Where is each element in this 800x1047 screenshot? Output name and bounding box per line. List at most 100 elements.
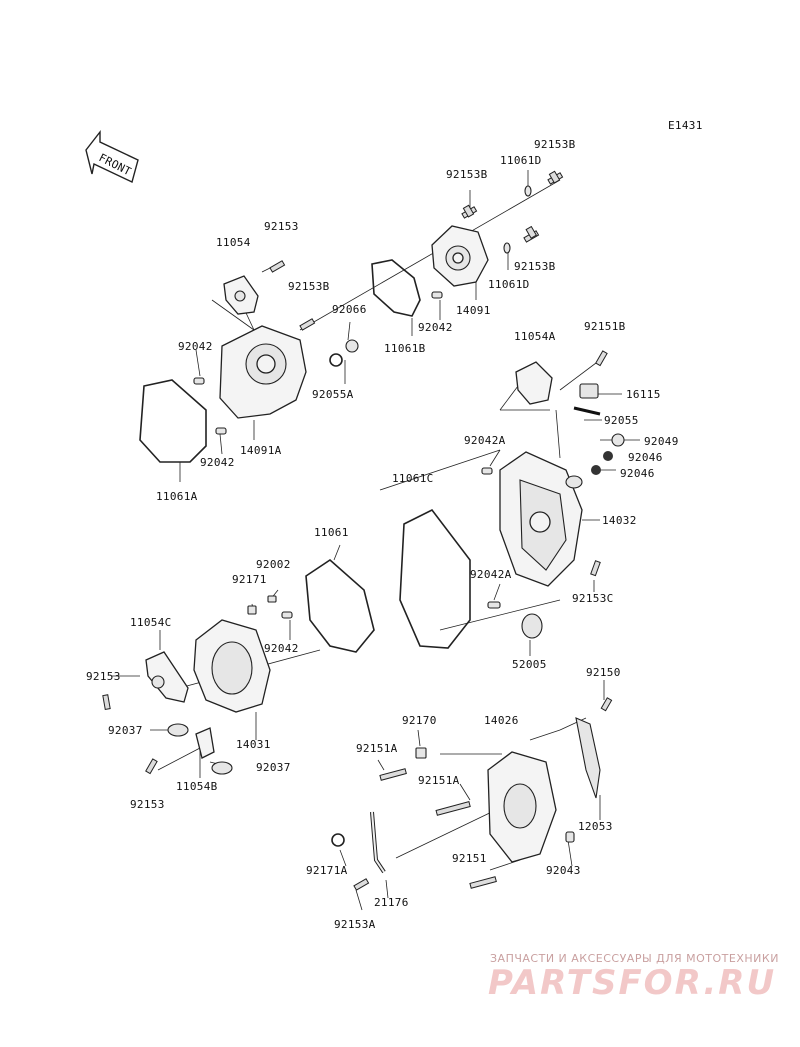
o-ring-92055a: [329, 353, 343, 367]
part-label: 92153: [264, 220, 299, 233]
part-label: 11061D: [488, 278, 530, 291]
front-arrow-icon: FRONT: [85, 129, 139, 183]
part-label: 92037: [108, 724, 143, 737]
clamp-92171a: [331, 833, 345, 847]
part-label: 92151A: [356, 742, 398, 755]
part-label: 92151B: [584, 320, 626, 333]
part-label: 14031: [236, 738, 271, 751]
bracket-11054a: [515, 361, 553, 405]
guide-12053: [575, 717, 601, 799]
cover-14032: [499, 451, 583, 587]
part-label: 11061: [314, 526, 349, 539]
cover-14026: [487, 751, 557, 863]
plug-16115: [579, 383, 599, 399]
part-label: 92049: [644, 435, 679, 448]
part-label: 92153B: [288, 280, 330, 293]
cover-14031: [193, 619, 271, 713]
part-label: 92151A: [418, 774, 460, 787]
part-label: 92046: [628, 451, 663, 464]
bolt-92002: [267, 595, 277, 603]
bolt-92153c: [590, 560, 601, 577]
washer-11061d-top: [524, 185, 532, 197]
bolt-92153-top: [269, 260, 286, 273]
part-label: 16115: [626, 388, 661, 401]
part-label: 11061B: [384, 342, 426, 355]
part-label: 92150: [586, 666, 621, 679]
part-label: 92153B: [534, 138, 576, 151]
bolt-92151a-upper: [379, 768, 407, 781]
o-ring-92055: [573, 406, 601, 416]
bolt-92151-bottom: [469, 876, 497, 889]
part-label: 92042: [264, 642, 299, 655]
gasket-11061: [305, 558, 375, 653]
part-label: 11054B: [176, 780, 218, 793]
hose-21176: [370, 811, 386, 874]
bracket-11054: [223, 275, 259, 315]
part-label: 92042A: [464, 434, 506, 447]
part-label: 11061C: [392, 472, 434, 485]
dowel-92042a-lower: [487, 601, 501, 609]
part-label: 92046: [620, 467, 655, 480]
part-label: 92042: [200, 456, 235, 469]
part-label: 11054A: [514, 330, 556, 343]
dowel-92042-lower: [215, 427, 227, 435]
watermark-logo: PARTSFOR.RU: [488, 963, 776, 1003]
dowel-92042-mid: [281, 611, 293, 619]
seal-52005: [521, 613, 543, 639]
part-label: 92043: [546, 864, 581, 877]
part-label: 11054: [216, 236, 251, 249]
part-label: 11061A: [156, 490, 198, 503]
dowel-92042-left: [193, 377, 205, 385]
dowel-92043: [565, 831, 575, 843]
bolt-92150: [600, 697, 613, 712]
part-label: 92042A: [470, 568, 512, 581]
part-label: 92055A: [312, 388, 354, 401]
part-label: 92153B: [514, 260, 556, 273]
bolt-92153b-mid: [299, 318, 316, 331]
clamp-92170: [415, 747, 427, 759]
bolt-92151a-lower: [435, 801, 471, 816]
bolt-92153b-left: [461, 204, 478, 219]
cover-14091: [431, 225, 489, 287]
bolt-92153-left: [102, 694, 111, 710]
part-label: 21176: [374, 896, 409, 909]
part-label: 14091: [456, 304, 491, 317]
part-label: 11054C: [130, 616, 172, 629]
part-label: 14032: [602, 514, 637, 527]
part-label: 92151: [452, 852, 487, 865]
part-label: 92042: [418, 321, 453, 334]
part-label: 92055: [604, 414, 639, 427]
watermark: ЗАПЧАСТИ И АКСЕССУАРЫ ДЛЯ МОТОТЕХНИКИ PA…: [488, 952, 779, 1003]
gasket-11061a: [139, 379, 207, 463]
part-label: 92170: [402, 714, 437, 727]
dowel-92042-top: [431, 291, 443, 299]
part-label: 11061D: [500, 154, 542, 167]
grommet-92037-lower: [211, 761, 233, 775]
part-label: 92171A: [306, 864, 348, 877]
watermark-tagline: ЗАПЧАСТИ И АКСЕССУАРЫ ДЛЯ МОТОТЕХНИКИ: [490, 952, 779, 965]
part-label: 12053: [578, 820, 613, 833]
part-label: 92066: [332, 303, 367, 316]
washer-92049: [611, 433, 625, 447]
oil-seal-92066: [345, 339, 359, 353]
washer-11061d-lower: [503, 242, 511, 254]
part-label: 92153: [130, 798, 165, 811]
bolt-92151b: [595, 350, 608, 367]
part-labels: 92153B 11061D 92153B 11054 92153 92153B …: [86, 138, 679, 931]
part-label: 92042: [178, 340, 213, 353]
gasket-11061b: [371, 259, 421, 317]
dowel-92042a-upper: [481, 467, 493, 475]
bolt-92153b-top: [547, 170, 564, 185]
part-label: 92153C: [572, 592, 614, 605]
part-label: 92153B: [446, 168, 488, 181]
part-label: 92002: [256, 558, 291, 571]
diagram-code: E1431: [668, 119, 703, 132]
part-label: 14026: [484, 714, 519, 727]
part-label: 92037: [256, 761, 291, 774]
clamp-92171: [247, 605, 257, 615]
part-label: 92153A: [334, 918, 376, 931]
part-label: 92153: [86, 670, 121, 683]
part-label: 52005: [512, 658, 547, 671]
